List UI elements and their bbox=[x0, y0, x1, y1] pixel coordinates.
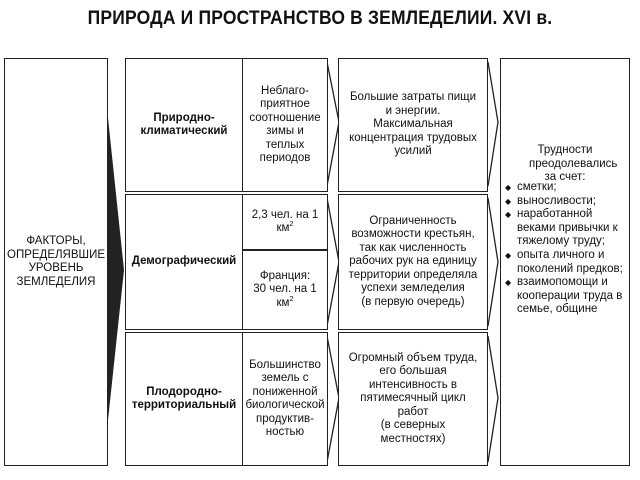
row-2-detail-a-box: 2,3 чел. на 1 км2 bbox=[242, 194, 328, 250]
row-2-effect-box: Ограниченность возможности крестьян, так… bbox=[338, 194, 488, 330]
row-2-name: Демографический bbox=[131, 255, 237, 268]
row-2-detail-b: Франция: 30 чел. на 1 км2 bbox=[253, 269, 317, 309]
row-3-effect: Огромный объем труда, его большая интенс… bbox=[348, 351, 478, 445]
row-2-effect: Ограниченность возможности крестьян, так… bbox=[348, 214, 478, 308]
row-1-effect-box: Большие затраты пищи и энергии. Максимал… bbox=[338, 58, 488, 192]
list-item: выносливости; bbox=[505, 195, 625, 209]
row-1-name: Природно-климатический bbox=[140, 111, 228, 138]
page-title: ПРИРОДА И ПРОСТРАНСТВО В ЗЕМЛЕДЕЛИИ. XVI… bbox=[87, 8, 553, 29]
row-3-effect-box: Огромный объем труда, его большая интенс… bbox=[338, 332, 488, 466]
list-item: опыта личного и поколений предков; bbox=[505, 249, 625, 276]
row-1-effect: Большие затраты пищи и энергии. Максимал… bbox=[349, 91, 477, 158]
result-box: Трудности преодолевались за счет: сметки… bbox=[500, 58, 630, 466]
row-2-detail-a: 2,3 чел. на 1 км2 bbox=[251, 208, 319, 235]
row-3-detail: Большинство земель с пониженной биологич… bbox=[245, 358, 325, 439]
result-heading: Трудности преодолевались за счет: bbox=[529, 144, 618, 183]
chevron-result3 bbox=[487, 335, 499, 463]
row-3-detail-box: Большинство земель с пониженной биологич… bbox=[242, 332, 328, 466]
factors-arrow bbox=[108, 118, 124, 420]
row-2-name-box: Демографический bbox=[125, 194, 243, 330]
row-1-name-box: Природно-климатический bbox=[125, 58, 243, 192]
list-item: наработанной веками привычки к тяжелому … bbox=[505, 208, 625, 249]
row-3-name: Плодородно-территориальный bbox=[131, 385, 237, 412]
result-list: сметки; выносливости; наработанной векам… bbox=[501, 181, 629, 317]
factors-box: ФАКТОРЫ, ОПРЕДЕЛЯВШИЕ УРОВЕНЬ ЗЕМЛЕДЕЛИЯ bbox=[4, 58, 108, 466]
list-item: взаимопомощи и кооперации труда в семье,… bbox=[505, 276, 625, 317]
list-item: сметки; bbox=[505, 181, 625, 195]
row-1-detail-box: Неблаго-приятное соотношение зимы и тепл… bbox=[242, 58, 328, 192]
row-1-detail: Неблаго-приятное соотношение зимы и тепл… bbox=[249, 84, 321, 165]
row-3-name-box: Плодородно-территориальный bbox=[125, 332, 243, 466]
row-2-detail-b-box: Франция: 30 чел. на 1 км2 bbox=[242, 250, 328, 330]
factors-label: ФАКТОРЫ, ОПРЕДЕЛЯВШИЕ УРОВЕНЬ ЗЕМЛЕДЕЛИЯ bbox=[7, 235, 106, 288]
chevron-result2 bbox=[487, 197, 499, 327]
chevron-result1 bbox=[487, 61, 499, 187]
